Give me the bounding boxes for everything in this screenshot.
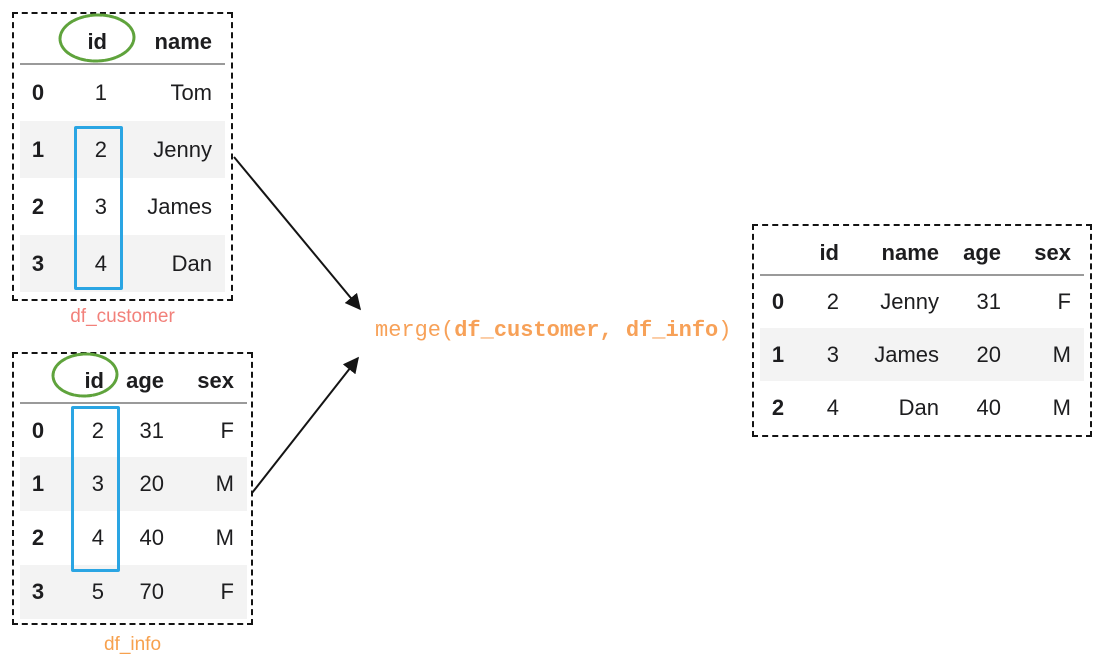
data-cell: James	[147, 193, 212, 219]
data-cell: Dan	[898, 394, 939, 420]
arrow-from-df-customer	[233, 156, 362, 311]
header-cell-sex: sex	[1014, 232, 1084, 276]
table-row: 2 3 James	[20, 178, 225, 235]
header-cell-index	[20, 20, 60, 65]
merge-close-paren: )	[718, 318, 732, 343]
data-cell: 5	[91, 579, 104, 604]
table-row: 1 3 20 M	[20, 457, 247, 511]
data-cell: 2	[826, 289, 839, 314]
data-cell: 3	[826, 341, 839, 367]
data-cell: M	[1052, 341, 1071, 367]
index-cell: 2	[771, 394, 785, 420]
data-cell: M	[215, 471, 234, 496]
data-cell: F	[220, 579, 234, 604]
data-cell: 2	[91, 417, 104, 443]
header-cell-index	[760, 232, 800, 276]
header-cell-name: name	[120, 20, 225, 65]
merge-function-name: merge(	[375, 318, 455, 343]
data-cell: 3	[91, 471, 104, 496]
data-cell: M	[1052, 394, 1071, 420]
index-cell: 0	[31, 417, 45, 443]
df-info-label: df_info	[103, 634, 162, 655]
key-column-circle-icon	[51, 352, 119, 398]
table-row: 2 4 Dan 40 M	[760, 381, 1084, 434]
index-cell: 0	[31, 80, 45, 105]
data-cell: 4	[826, 394, 839, 420]
table-row: 0 2 Jenny 31 F	[760, 275, 1084, 328]
data-cell: 40	[976, 394, 1001, 420]
table-row: 0 1 Tom	[20, 64, 225, 121]
index-cell: 1	[31, 471, 45, 496]
data-cell: Jenny	[153, 136, 212, 162]
key-column-circle-icon	[58, 13, 136, 63]
data-cell: 2	[94, 136, 107, 162]
data-cell: 3	[94, 193, 107, 219]
data-cell: Dan	[171, 250, 212, 276]
index-cell: 2	[31, 193, 45, 219]
index-cell: 1	[771, 341, 785, 367]
merge-arguments: df_customer, df_info	[454, 318, 719, 343]
data-cell: 4	[94, 250, 107, 276]
index-cell: 2	[31, 525, 45, 550]
data-cell: 4	[91, 525, 104, 550]
index-cell: 0	[771, 289, 785, 314]
data-cell: 20	[139, 471, 164, 496]
data-cell: F	[1057, 289, 1071, 314]
arrow-from-df-info	[251, 356, 359, 494]
header-cell-id: id	[60, 20, 120, 65]
header-cell-age: age	[952, 232, 1014, 276]
data-cell: 40	[139, 525, 164, 550]
data-cell: 31	[139, 417, 164, 443]
data-cell: 70	[139, 579, 164, 604]
index-cell: 1	[31, 136, 45, 162]
header-cell-age: age	[117, 360, 177, 404]
key-values-highlight-box	[74, 126, 123, 290]
data-cell: Jenny	[880, 289, 939, 314]
merge-expression: merge(df_customer, df_info)	[375, 318, 731, 343]
data-cell: Tom	[170, 80, 212, 105]
table-row: 2 4 40 M	[20, 511, 247, 565]
key-values-highlight-box	[71, 406, 120, 572]
header-cell-name: name	[852, 232, 952, 276]
header-cell-sex: sex	[177, 360, 247, 404]
index-cell: 3	[31, 250, 45, 276]
data-cell: 20	[976, 341, 1001, 367]
df-customer-label: df_customer	[70, 306, 175, 327]
data-cell: F	[220, 417, 234, 443]
data-cell: 31	[976, 289, 1001, 314]
header-cell-id: id	[800, 232, 852, 276]
data-cell: M	[215, 525, 234, 550]
table-row: 1 3 James 20 M	[760, 328, 1084, 381]
table-row: 3 5 70 F	[20, 565, 247, 619]
table-row: 0 2 31 F	[20, 403, 247, 457]
data-cell: James	[874, 341, 939, 367]
data-cell: 1	[94, 80, 107, 105]
index-cell: 3	[31, 579, 45, 604]
